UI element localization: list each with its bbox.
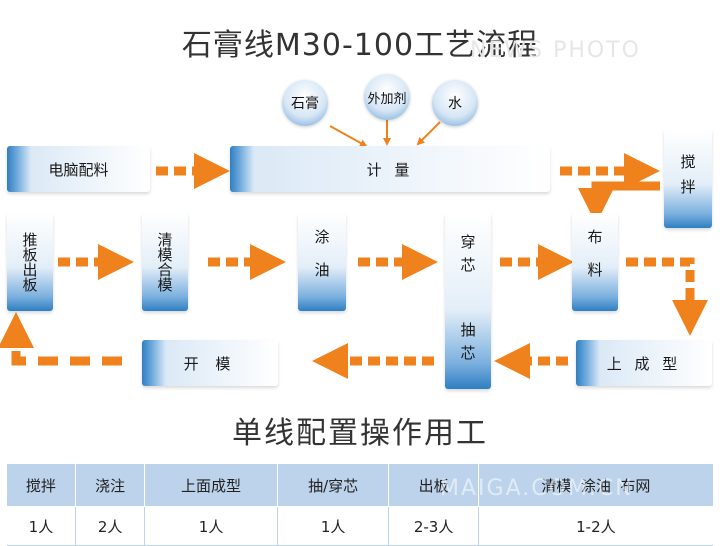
table-header: 清模 涂油 布网 bbox=[478, 464, 713, 507]
arrow-stirring-to-cloth bbox=[578, 181, 660, 224]
step-cloth: 布料 bbox=[572, 213, 618, 311]
step-push-board: 推板出板 bbox=[7, 213, 53, 311]
watermark-bottom: MAIGA.COM.CN bbox=[440, 476, 634, 501]
table-cell: 2-3人 bbox=[388, 506, 479, 546]
step-oiling-label: 涂油 bbox=[312, 229, 331, 295]
input-additive: 外加剂 bbox=[364, 74, 410, 120]
input-gypsum: 石膏 bbox=[282, 80, 328, 126]
step-open-mold-label: 开 模 bbox=[183, 354, 237, 373]
arrow-cloth-to-forming bbox=[626, 257, 708, 336]
step-stirring-label: 搅拌 bbox=[678, 154, 697, 204]
step-oiling: 涂油 bbox=[298, 213, 346, 311]
step-push-board-label: 推板出板 bbox=[20, 232, 39, 292]
step-clean-mold-label: 清模合模 bbox=[155, 232, 174, 292]
table-header: 出板 bbox=[388, 464, 479, 507]
table-row: 1人 2人 1人 1人 2-3人 1-2人 bbox=[7, 506, 713, 546]
table-cell: 1人 bbox=[7, 506, 76, 546]
step-computer-batching: 电脑配料 bbox=[7, 146, 150, 192]
step-open-mold: 开 模 bbox=[142, 340, 278, 386]
step-metering-label: 计 量 bbox=[366, 160, 414, 179]
arrow-gypsum-to-metering bbox=[329, 125, 368, 147]
table-cell: 1-2人 bbox=[478, 506, 713, 546]
page-title: 石膏线M30-100工艺流程 bbox=[181, 28, 539, 63]
table-header: 搅拌 bbox=[7, 464, 76, 507]
section-title: 单线配置操作用工 bbox=[232, 416, 488, 451]
step-computer-batching-label: 电脑配料 bbox=[48, 160, 109, 179]
watermark-top: NEWS PHOTO bbox=[470, 38, 641, 63]
step-forming: 上 成 型 bbox=[576, 340, 712, 386]
step-forming-label: 上 成 型 bbox=[606, 354, 682, 373]
step-thread-core-label: 穿芯 bbox=[458, 234, 477, 280]
table-header: 抽/穿芯 bbox=[277, 464, 390, 507]
step-metering: 计 量 bbox=[230, 146, 550, 192]
table-cell: 1人 bbox=[144, 506, 278, 546]
table-header: 上面成型 bbox=[144, 464, 278, 507]
staffing-table: 搅拌 浇注 上面成型 抽/穿芯 出板 清模 涂油 布网 1人 2人 1人 1人 … bbox=[7, 464, 713, 546]
table-header: 浇注 bbox=[75, 464, 146, 507]
step-core: 穿芯 抽芯 bbox=[445, 213, 491, 389]
arrow-open-to-push bbox=[0, 312, 122, 366]
step-clean-mold: 清模合模 bbox=[142, 213, 188, 311]
input-water: 水 bbox=[432, 80, 478, 126]
arrow-water-to-metering bbox=[416, 121, 441, 146]
step-pull-core-label: 抽芯 bbox=[458, 322, 477, 368]
table-header-row: 搅拌 浇注 上面成型 抽/穿芯 出板 清模 涂油 布网 bbox=[7, 464, 713, 507]
table-cell: 2人 bbox=[75, 506, 146, 546]
step-stirring: 搅拌 bbox=[664, 130, 712, 228]
step-cloth-label: 布料 bbox=[585, 229, 604, 295]
